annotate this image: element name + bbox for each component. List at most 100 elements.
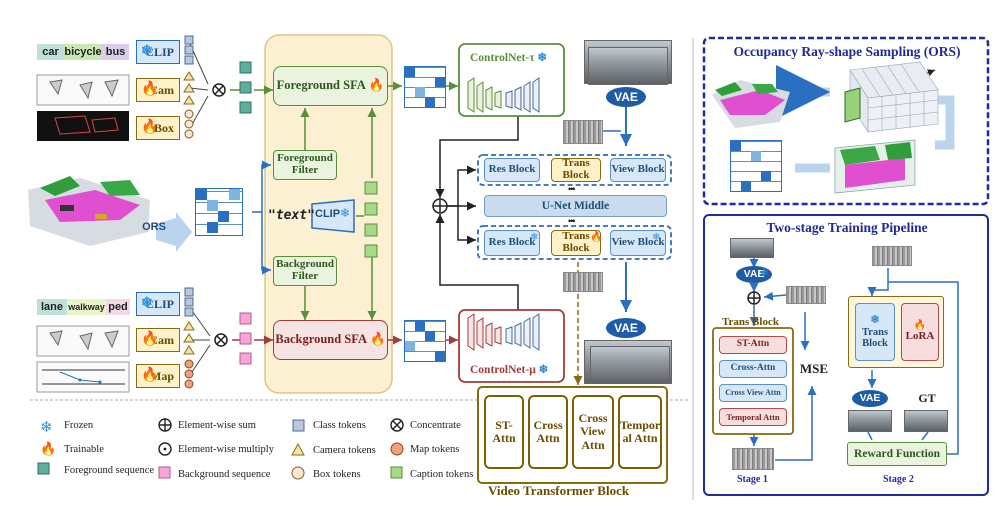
snowflake-icon: ❄ [870, 314, 880, 327]
fg-tag-bicycle: bicycle [64, 44, 102, 60]
camera-tokens-bottom [183, 321, 195, 355]
class-tokens-top [184, 35, 194, 65]
stage1-trans-block [712, 327, 794, 435]
stage2-noise [872, 246, 912, 266]
output-frames-top-front [588, 47, 668, 85]
stage2-generated-frames [848, 410, 892, 432]
occupancy-scene-ors [712, 80, 790, 128]
foreground-filter: Foreground Filter [273, 150, 337, 180]
background-sfa-label: Background SFA [275, 332, 367, 347]
legend-bg-sequence: Background sequence [178, 469, 271, 480]
cam-label: Cam [149, 332, 174, 347]
stage1-label: Stage 1 [737, 474, 768, 485]
cam-encoder-top: 🔥 Cam [136, 78, 180, 102]
stage1-temporal-attn: Temporal Attn [719, 408, 787, 426]
controlnet-tau-text: ControlNet-τ [470, 52, 535, 64]
fg-tag-car: car [37, 44, 64, 60]
stage1-st-attn: ST-Attn [719, 336, 787, 354]
controlnet-mu-text: ControlNet-μ [470, 364, 536, 376]
ors-panel [702, 36, 990, 206]
occupancy-scene-left [28, 176, 150, 246]
background-filter: Background Filter [273, 256, 337, 286]
sum-symbol-stage1 [747, 291, 761, 305]
legend-ew-sum: Element-wise sum [178, 420, 256, 431]
box-tokens-top [184, 109, 194, 139]
bg-tag-lane: lane [37, 299, 67, 315]
sum-symbol-main [432, 198, 448, 214]
vtb-temporal-attn: Tempor al Attn [618, 395, 662, 469]
stage1-trans-title: Trans Block [722, 316, 779, 328]
ors-panel-title: Occupancy Ray-shape Sampling (ORS) [733, 44, 961, 59]
occupancy-crop [834, 139, 916, 194]
flame-icon: 🔥 [40, 441, 57, 456]
unet-down-row [477, 154, 672, 186]
trans-block-up: Trans Block [551, 230, 601, 256]
legend-map-tokens: Map tokens [410, 444, 460, 455]
background-sfa: Background SFA 🔥 [273, 320, 388, 360]
mse-loss: MSE [799, 361, 829, 377]
stage1-output-noise [732, 448, 774, 470]
snowflake-icon: ❄ [537, 52, 548, 64]
fg-tag-bus: bus [102, 44, 129, 60]
clip-encoder-top: ❄ CLIP [136, 40, 180, 64]
flame-icon: 🔥 [590, 232, 603, 243]
ellipsis-top: ••• [568, 184, 576, 194]
stage2-gt-frames [904, 410, 948, 432]
ors-output-grid [730, 140, 782, 192]
box-sketch [37, 111, 129, 141]
legend-class-tokens: Class tokens [313, 420, 366, 431]
stage2-vae: VAE [852, 390, 888, 407]
stage2-trans-block: ❄ Trans Block [855, 303, 895, 361]
trans-block-down: Trans Block [551, 158, 601, 182]
map-label: Map [150, 368, 174, 383]
text-prompt: "text" [268, 208, 315, 223]
training-panel [703, 214, 989, 496]
fg-feature-grid [404, 66, 446, 108]
stage2-label: Stage 2 [883, 474, 914, 485]
lora-inner: 🔥 LoRA [906, 319, 935, 343]
box-encoder: 🔥 Box [136, 116, 180, 140]
ors-3d-grid [849, 61, 939, 134]
unet-middle: U-Net Middle [484, 195, 667, 217]
snowflake-icon: ❄ [538, 364, 549, 376]
snowflake-icon: ❄ [340, 206, 351, 220]
snowflake-icon: ❄ [141, 296, 153, 311]
foreground-sequence [239, 61, 252, 114]
legend-trainable: Trainable [64, 444, 104, 455]
stage1-cross-view-attn: Cross View Attn [719, 384, 787, 402]
flame-icon: 🔥 [141, 120, 159, 135]
vtb-cross-attn: Cross Attn [528, 395, 568, 469]
text-clip-encoder [311, 199, 355, 233]
legend-camera-tokens: Camera tokens [313, 445, 376, 456]
res-block-label: Res Block [488, 163, 536, 176]
flame-icon: 🔥 [913, 319, 927, 331]
caption-tokens [364, 181, 378, 258]
vae-top: VAE [606, 87, 646, 107]
clip-encoder-bottom: ❄ CLIP [136, 292, 180, 316]
snowflake-icon: ❄ [652, 232, 661, 243]
flame-icon: 🔥 [370, 332, 386, 347]
res-block-up: Res Block [484, 230, 540, 256]
concat-symbol-top [212, 83, 226, 97]
controlnet-tau-label: ControlNet-τ ❄ [470, 50, 547, 64]
snowflake-icon: ❄ [141, 44, 153, 59]
vtb-st-attn: ST-Attn [484, 395, 524, 469]
clip-label: CLIP [145, 44, 174, 59]
view-block-down: View Block [610, 158, 666, 182]
legend-concat: Concentrate [410, 420, 461, 431]
map-encoder: 🔥 Map [136, 364, 180, 388]
ors-input-label: ORS [142, 221, 166, 234]
background-sequence [239, 312, 252, 365]
legend-ew-mul: Element-wise multiply [178, 444, 274, 455]
stage2-trans-label: Trans Block [861, 326, 889, 349]
legend-box-tokens: Box tokens [313, 469, 361, 480]
legend-fg-sequence: Foreground sequence [64, 465, 155, 476]
controlnet-tau-shape [458, 43, 565, 117]
text-clip-label: CLIP [315, 208, 341, 220]
foreground-sfa: Foreground SFA 🔥 [273, 66, 388, 106]
ellipsis-bottom: ••• [568, 216, 576, 226]
camera-pose-sketch-top [36, 74, 130, 106]
controlnet-mu-label: ControlNet-μ ❄ [470, 362, 548, 376]
map-sketch [36, 361, 130, 393]
